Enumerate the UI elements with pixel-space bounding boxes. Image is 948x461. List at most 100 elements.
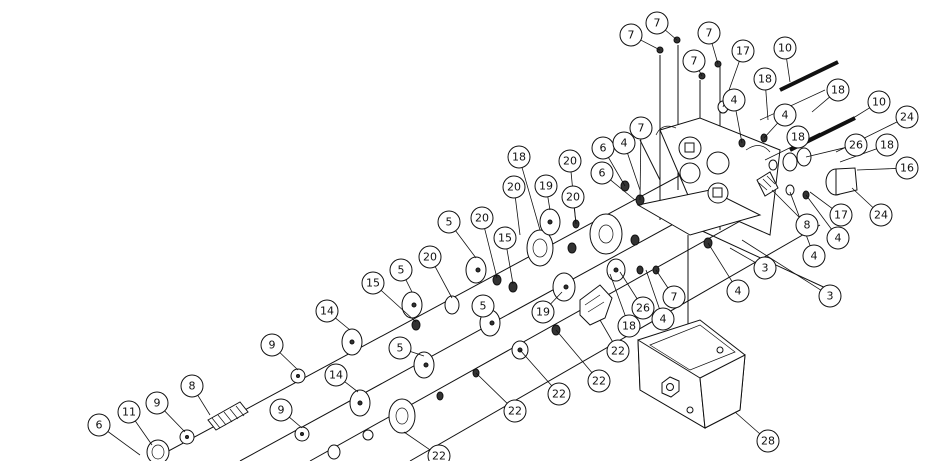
- callout-label: 5: [397, 342, 404, 355]
- callout-label: 14: [320, 305, 334, 318]
- leader-line: [619, 271, 638, 299]
- callout-circle: [437, 210, 461, 234]
- callout-circle: [269, 398, 293, 422]
- leader-line: [475, 372, 508, 404]
- callout-circle: [388, 336, 412, 360]
- leader-line: [506, 248, 514, 285]
- callout-balloon: 4: [726, 279, 750, 303]
- leader-line: [403, 431, 431, 451]
- callout-circle: [795, 213, 819, 237]
- callout-balloon: 24: [869, 203, 893, 227]
- callout-circle: [731, 39, 755, 63]
- callout-label: 22: [592, 375, 606, 388]
- callout-balloon: 18: [826, 78, 850, 102]
- callout-circle: [722, 88, 746, 112]
- leader-line: [805, 147, 846, 158]
- callout-balloon: 7: [619, 23, 643, 47]
- leader-line: [434, 266, 453, 299]
- callout-circle: [502, 175, 526, 199]
- callout-label: 17: [736, 45, 750, 58]
- callout-circle: [507, 145, 531, 169]
- leader-line: [698, 70, 703, 77]
- callout-balloon: 22: [606, 339, 630, 363]
- leader-line: [608, 157, 626, 187]
- leader-line: [107, 431, 141, 456]
- leader-line: [789, 146, 793, 151]
- leader-line: [809, 191, 833, 209]
- leader-line: [627, 153, 641, 191]
- callout-circle: [682, 49, 706, 73]
- callout-balloon: 14: [315, 299, 339, 323]
- callout-balloon: 15: [361, 271, 385, 295]
- callout-label: 6: [599, 167, 606, 180]
- callout-label: 22: [508, 405, 522, 418]
- callout-balloon: 20: [470, 206, 494, 230]
- leader-line: [765, 89, 769, 121]
- callout-circle: [117, 400, 141, 424]
- callout-label: 7: [654, 17, 661, 30]
- callout-balloon: 20: [558, 149, 582, 173]
- callout-label: 28: [761, 435, 775, 448]
- callout-circle: [587, 369, 611, 393]
- callout-label: 19: [539, 180, 553, 193]
- callout-label: 5: [446, 216, 453, 229]
- callout-circle: [180, 374, 204, 398]
- callout-circle: [561, 185, 585, 209]
- callout-circle: [612, 131, 636, 155]
- callout-label: 5: [480, 300, 487, 313]
- callout-label: 8: [804, 219, 811, 232]
- leader-line: [610, 179, 636, 201]
- leader-line: [134, 420, 153, 446]
- callout-balloon: 17: [731, 39, 755, 63]
- callout-circle: [895, 105, 919, 129]
- callout-label: 3: [827, 290, 834, 303]
- callout-label: 9: [278, 404, 285, 417]
- callout-circle: [786, 125, 810, 149]
- callout-label: 10: [778, 42, 792, 55]
- leader-line: [771, 189, 800, 218]
- leader-line: [655, 269, 669, 289]
- callout-balloon: 5: [471, 294, 495, 318]
- callout-circle: [651, 307, 675, 331]
- callout-circle: [826, 226, 850, 250]
- callout-balloon: 10: [773, 36, 797, 60]
- callout-label: 9: [154, 397, 161, 410]
- callout-circle: [726, 279, 750, 303]
- callout-balloon: 4: [651, 307, 675, 331]
- callout-balloon: 26: [844, 133, 868, 157]
- housing-plate: [636, 117, 781, 236]
- callout-label: 20: [563, 155, 577, 168]
- callout-circle: [645, 11, 669, 35]
- callout-label: 26: [636, 302, 650, 315]
- callout-balloon: 11: [117, 400, 141, 424]
- callout-label: 15: [366, 277, 380, 290]
- leader-line: [665, 29, 678, 41]
- callout-balloon: 17: [829, 203, 853, 227]
- leader-line: [735, 110, 743, 144]
- leader-line: [197, 395, 211, 416]
- leader-line: [599, 319, 613, 342]
- leader-line: [550, 291, 563, 305]
- callout-balloon: 18: [617, 314, 641, 338]
- callout-label: 4: [735, 285, 742, 298]
- callout-circle: [418, 245, 442, 269]
- callout-label: 6: [600, 142, 607, 155]
- leader-line: [335, 317, 351, 331]
- callout-label: 18: [880, 139, 894, 152]
- callout-circle: [531, 300, 555, 324]
- callout-circle: [493, 226, 517, 250]
- leader-line: [609, 273, 626, 316]
- spur-gear-11: [146, 439, 170, 461]
- callout-circle: [756, 429, 780, 453]
- callout-circle: [631, 296, 655, 320]
- callout-label: 22: [432, 450, 446, 461]
- leader-line: [856, 168, 897, 171]
- callout-balloon: 6: [590, 161, 614, 185]
- callout-circle: [875, 133, 899, 157]
- callout-label: 4: [835, 232, 842, 245]
- callout-circle: [145, 391, 169, 415]
- leader-line: [851, 187, 874, 208]
- leader-line: [573, 207, 577, 225]
- callout-circle: [619, 23, 643, 47]
- callout-balloon: 7: [682, 49, 706, 73]
